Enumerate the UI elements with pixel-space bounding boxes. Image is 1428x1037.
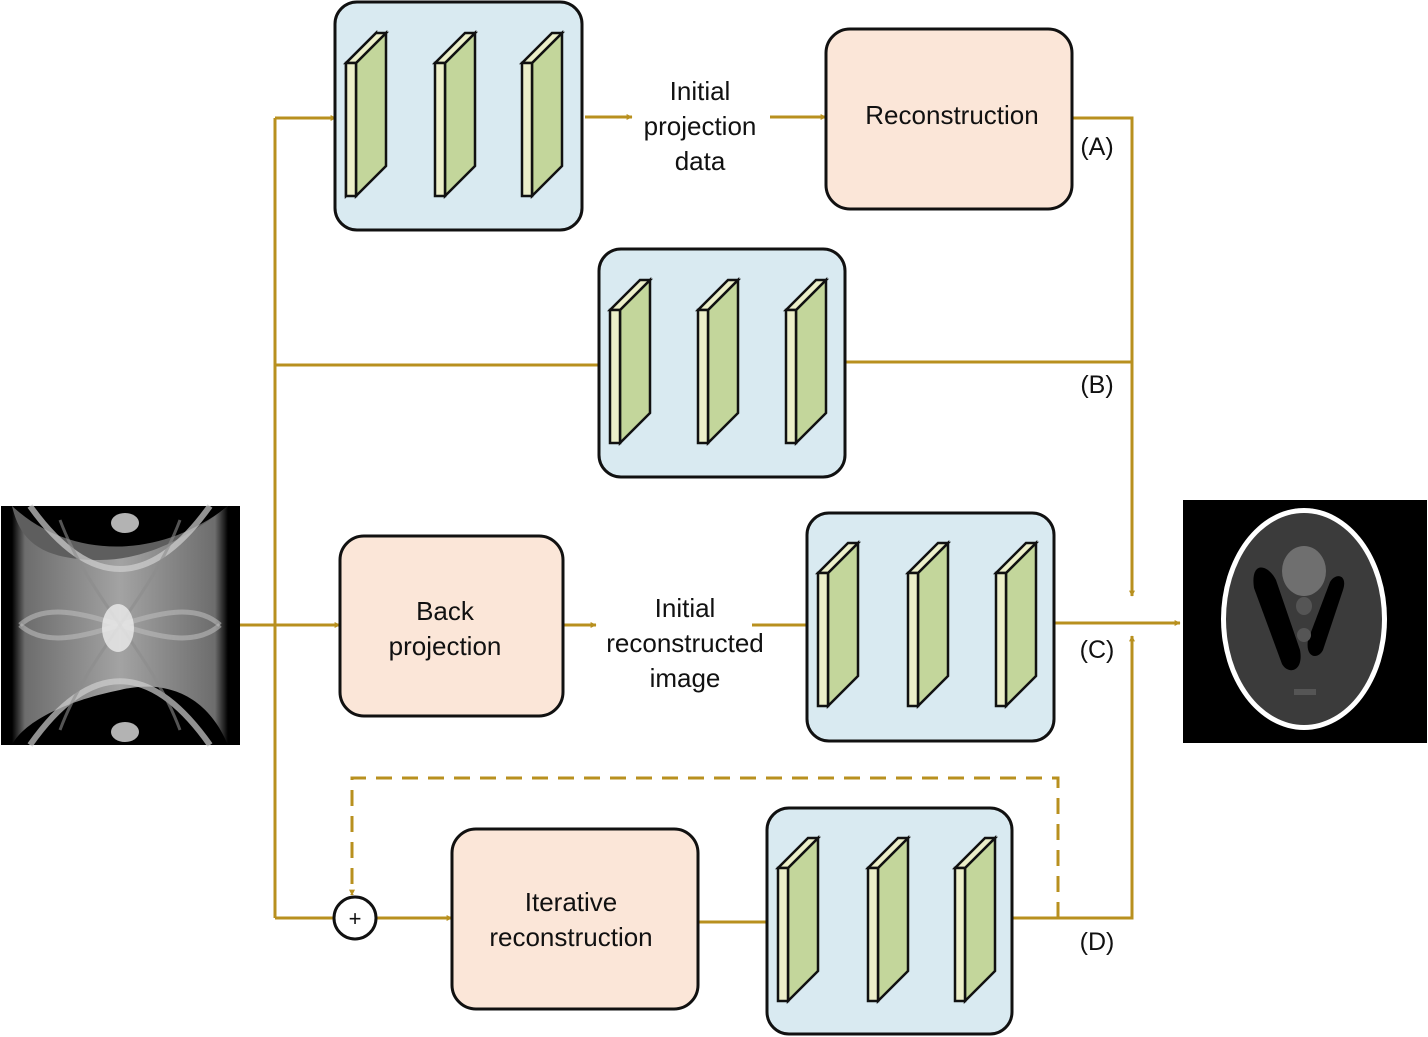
iterative-reconstruction-box: Iterative reconstruction [450, 827, 700, 1011]
recon-image-label-line1: Initial [655, 593, 716, 623]
back-projection-box: Back projection [338, 534, 565, 718]
sinogram-image [1, 504, 240, 747]
layer [864, 834, 912, 1005]
connector-lines [240, 110, 1181, 925]
initial-projection-data-label: Initial projection data [644, 76, 757, 176]
iterative-label-line1: Iterative [525, 887, 618, 917]
layer [904, 539, 952, 710]
reconstruction-label: Reconstruction [865, 100, 1038, 130]
reconstruction-box: Reconstruction [824, 27, 1074, 211]
projection-label-line1: Initial [670, 76, 731, 106]
layer [992, 539, 1040, 710]
path-label-a: (A) [1080, 133, 1113, 161]
path-label-b: (B) [1080, 371, 1113, 399]
phantom-image [1183, 500, 1427, 743]
initial-reconstructed-image-label: Initial reconstructed image [606, 593, 764, 693]
layer [814, 539, 862, 710]
layer [782, 276, 830, 447]
recon-image-label-line2: reconstructed [606, 628, 764, 658]
path-label-c: (C) [1080, 636, 1115, 664]
projection-label-line3: data [675, 146, 726, 176]
iterative-label-line2: reconstruction [489, 922, 652, 952]
layer [694, 276, 742, 447]
layer [606, 276, 654, 447]
layer [951, 834, 999, 1005]
network-block-b [597, 247, 847, 479]
network-block-c [805, 511, 1056, 743]
projection-label-line2: projection [644, 111, 757, 141]
plus-symbol: + [349, 906, 362, 931]
path-label-d: (D) [1080, 928, 1115, 956]
back-projection-label-line1: Back [416, 596, 475, 626]
layer [342, 29, 390, 200]
layer [518, 29, 566, 200]
network-block-d [765, 806, 1014, 1036]
back-projection-label-line2: projection [389, 631, 502, 661]
sum-node: + [332, 895, 378, 941]
layer [431, 29, 479, 200]
network-block-a [333, 0, 584, 232]
recon-image-label-line3: image [650, 663, 721, 693]
layer [774, 834, 822, 1005]
